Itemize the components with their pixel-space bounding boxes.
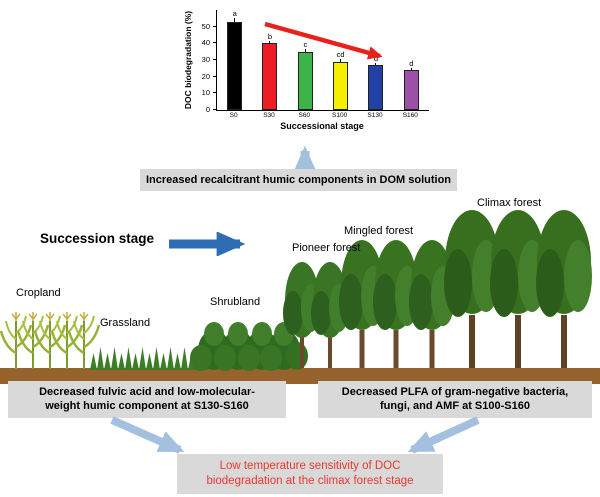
bar-S0: a [223, 10, 247, 110]
grassland-grass [90, 347, 209, 370]
y-tick-label: 10 [201, 88, 210, 98]
bar-rect [403, 70, 419, 110]
bar-series: a b c cd d d [217, 10, 429, 110]
y-tick-label: 0 [205, 105, 210, 114]
stage-label-grassland: Grassland [100, 317, 151, 329]
bar-S60: c [293, 41, 317, 110]
left-flow-arrow [110, 416, 185, 454]
dom-solution-box: Increased recalcitrant humic components … [140, 169, 458, 192]
stage-label-shrubland: Shrubland [210, 296, 261, 308]
plfa-box: Decreased PLFA of gram-negative bacteria… [318, 381, 592, 418]
significance-letter: c [303, 40, 308, 50]
bar-rect [297, 51, 313, 110]
y-tick-label: 50 [201, 21, 210, 31]
y-tick-mark [213, 59, 217, 60]
bar-S30: b [258, 31, 282, 110]
stage-label-cropland: Cropland [16, 287, 61, 299]
significance-letter: d [373, 53, 379, 63]
error-bar [234, 18, 236, 22]
x-tick-label: S130 [367, 112, 383, 119]
x-axis-label: Successional stage [280, 121, 364, 131]
y-tick-label: 30 [201, 55, 210, 64]
bar-rect [227, 21, 243, 110]
y-tick-mark [213, 75, 217, 77]
y-tick-label: 40 [201, 38, 210, 48]
x-tick-label: S0 [229, 112, 238, 119]
fulvic-acid-box: Decreased fulvic acid and low-molecular-… [8, 381, 286, 418]
significance-letter: b [267, 31, 273, 41]
right-flow-arrow [407, 416, 480, 454]
x-tick-label: S160 [402, 112, 418, 119]
error-bar [375, 62, 377, 65]
bar-S160: d [399, 58, 423, 110]
cropland-corn [0, 310, 101, 371]
x-tick-label: S100 [332, 112, 348, 119]
x-tick-label: S30 [263, 112, 275, 119]
bar-S130: d [364, 53, 388, 110]
error-bar [410, 67, 412, 70]
y-tick-mark [213, 42, 217, 44]
significance-letter: cd [336, 50, 345, 60]
y-tick-mark [213, 25, 217, 27]
error-bar [340, 59, 342, 62]
bar-S100: cd [329, 51, 353, 110]
stage-label-climax-forest: Climax forest [477, 197, 542, 209]
plot-area: 0 10 20 30 40 50 a b c cd d d [202, 10, 429, 114]
conclusion-box: Low temperature sensitivity of DOC biode… [177, 454, 443, 494]
y-axis-ticks: 0 10 20 30 40 50 [191, 10, 217, 114]
y-tick-mark [213, 109, 217, 110]
up-arrow [292, 145, 318, 169]
bar-rect [262, 43, 278, 110]
climax-forest-trees [444, 210, 592, 368]
y-tick-label: 20 [201, 71, 210, 81]
vegetation-illustration [0, 210, 600, 384]
x-axis-ticks: S0 S30 S60 S100 S130 S160 [216, 112, 428, 119]
x-tick-label: S60 [298, 112, 311, 119]
significance-letter: d [409, 58, 414, 68]
stage-label-mingled-forest: Mingled forest [344, 225, 414, 237]
stage-label-pioneer-forest: Pioneer forest [292, 242, 361, 254]
succession-stage-label: Succession stage [40, 231, 155, 246]
mingled-forest-trees [339, 240, 455, 368]
bar-rect [368, 65, 384, 110]
significance-letter: a [232, 9, 237, 19]
soil-band [0, 368, 600, 384]
bar-rect [333, 61, 349, 110]
y-tick-mark [213, 92, 217, 94]
